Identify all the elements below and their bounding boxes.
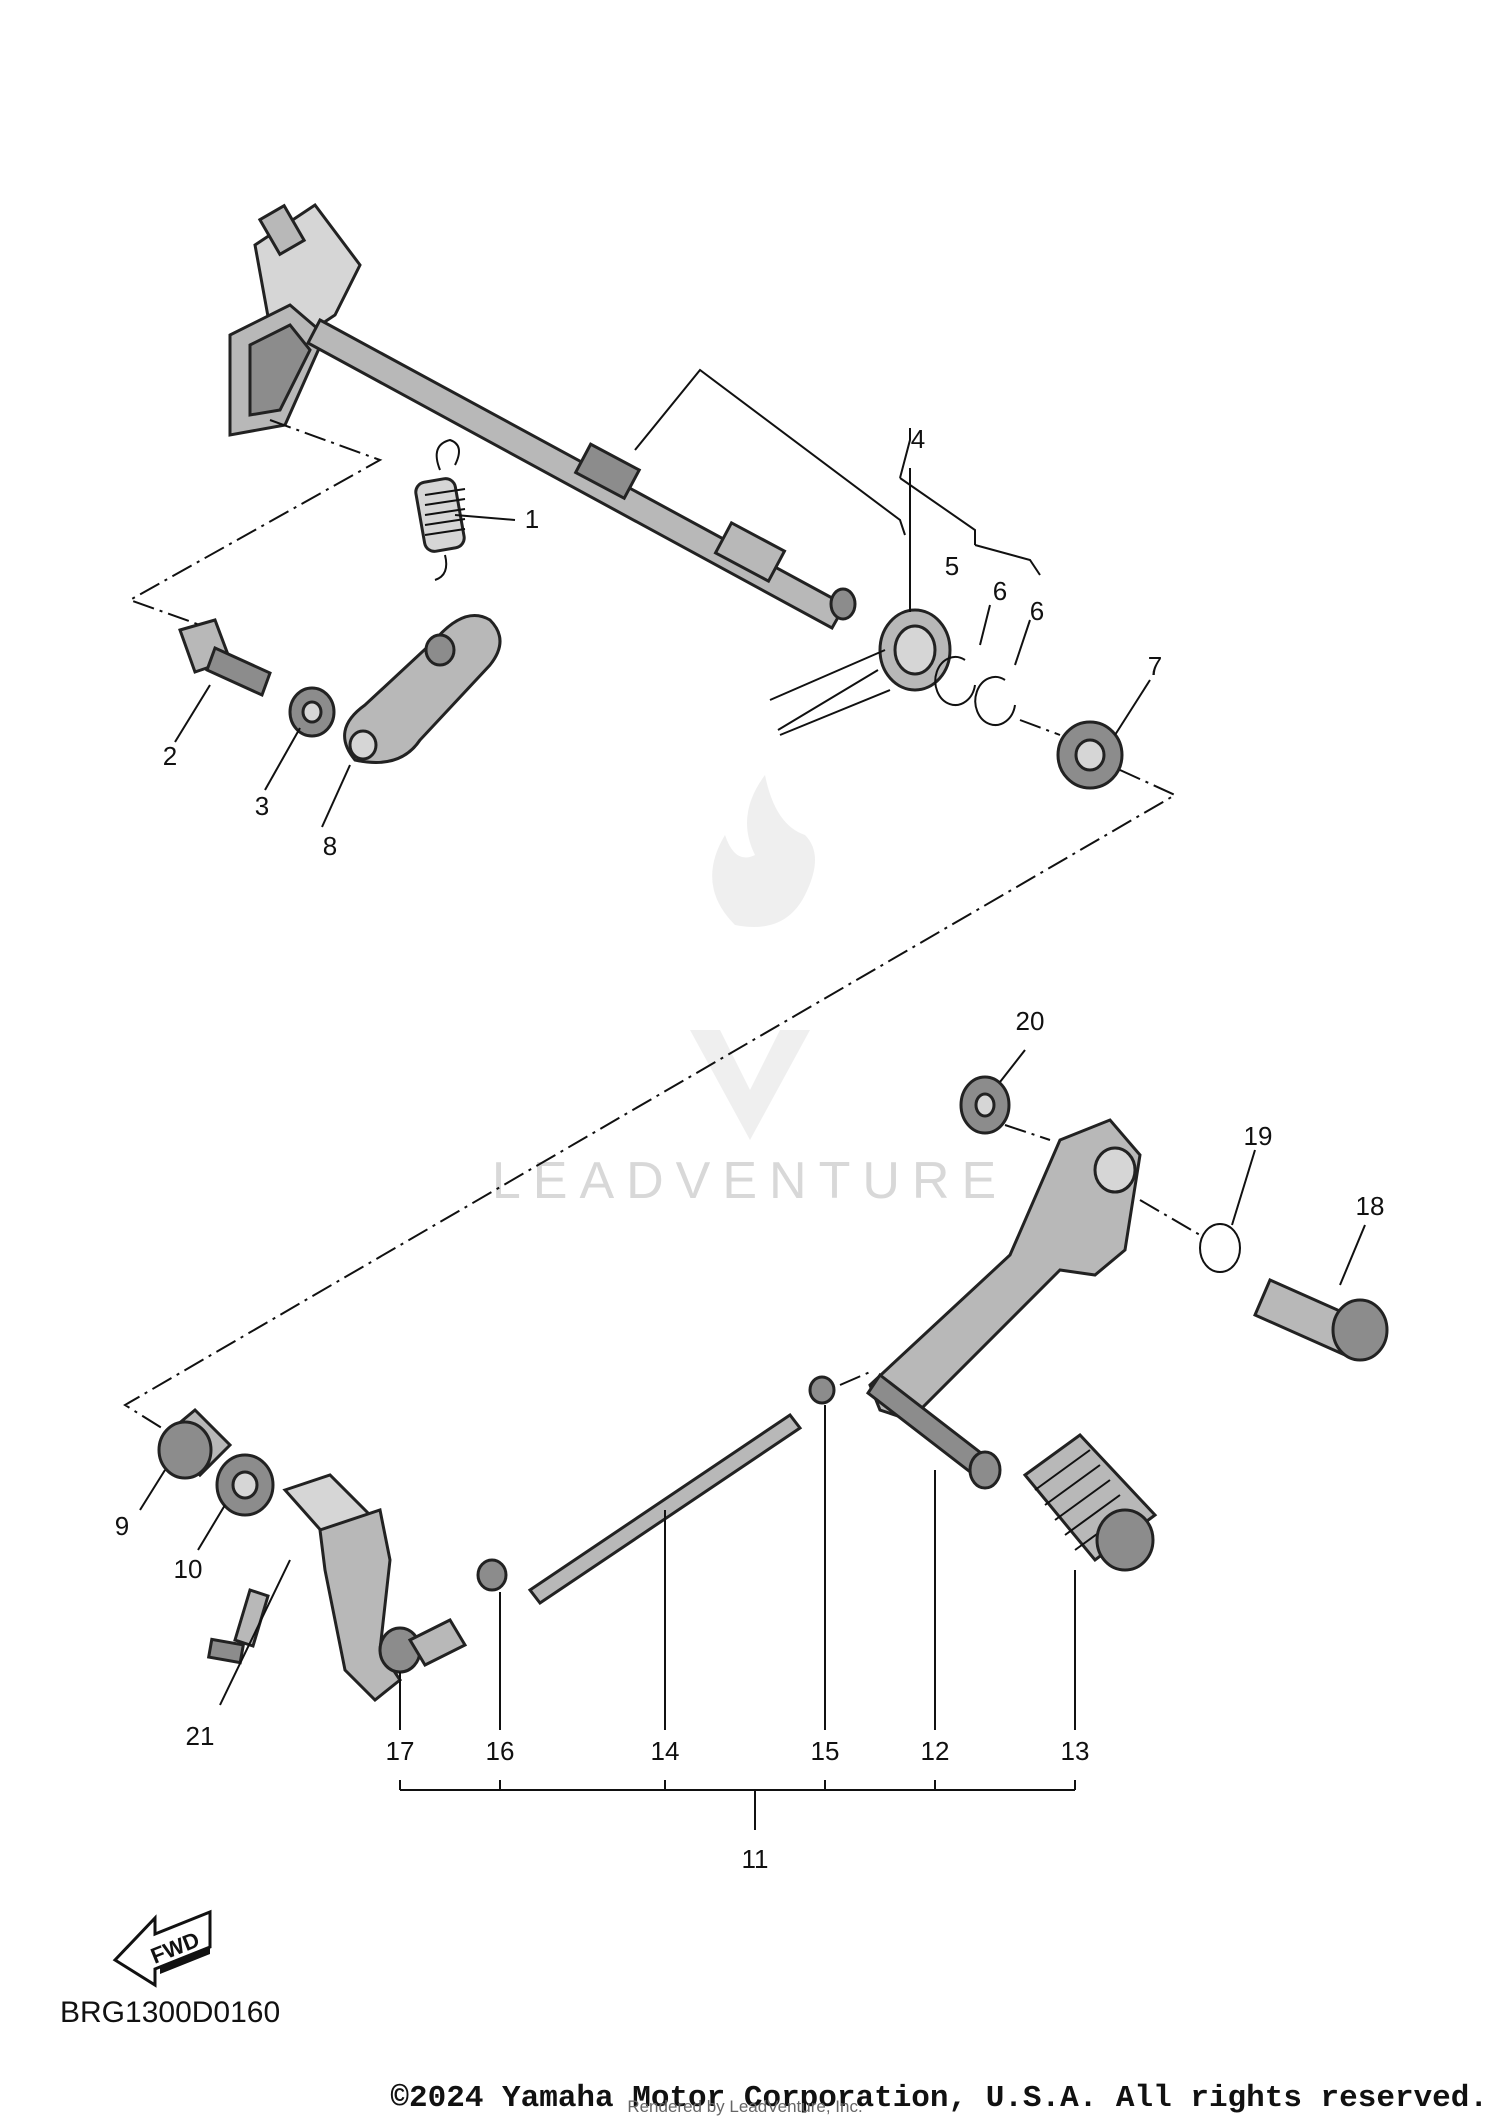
circlip-part — [934, 655, 976, 706]
copyright-notice: ©2024 Yamaha Motor Corporation, U.S.A. A… — [390, 2081, 1488, 2116]
shift-arm-part — [282, 1473, 468, 1703]
bolt-part — [206, 1588, 270, 1665]
torsion-spring-part — [769, 608, 952, 736]
callout-12: 12 — [921, 1736, 950, 1766]
pedal-rubber-part — [1022, 1433, 1158, 1572]
shift-shaft-part — [228, 202, 857, 631]
callout-15: 15 — [811, 1736, 840, 1766]
callout-16: 16 — [486, 1736, 515, 1766]
callout-1: 1 — [525, 504, 539, 534]
watermark-logo — [690, 775, 815, 1140]
diagram-code: BRG1300D0160 — [60, 1996, 280, 2029]
callout-20: 20 — [1016, 1006, 1045, 1036]
circlip-part — [974, 675, 1016, 726]
o-ring-part — [1199, 1223, 1241, 1273]
shift-rod-part — [527, 1412, 803, 1606]
watermark-text: LEADVENTURE — [492, 1152, 1008, 1210]
rendered-by-text: Rendered by LeadVenture, Inc. — [627, 2097, 862, 2116]
callout-18: 18 — [1356, 1191, 1385, 1221]
collar-part — [157, 1407, 233, 1480]
stopper-lever-part — [343, 614, 502, 764]
callout-14: 14 — [651, 1736, 680, 1766]
fwd-arrow-icon — [112, 1909, 212, 1988]
callout-13: 13 — [1061, 1736, 1090, 1766]
callout-19: 19 — [1244, 1121, 1273, 1151]
nut-part — [476, 1558, 508, 1592]
callout-6a: 6 — [993, 576, 1007, 606]
pivot-bolt-part — [1253, 1278, 1389, 1362]
shift-pedal-part — [865, 1118, 1142, 1490]
callout-8: 8 — [323, 831, 337, 861]
callout-7: 7 — [1148, 651, 1162, 681]
callout-2: 2 — [163, 741, 177, 771]
callout-10: 10 — [174, 1554, 203, 1584]
callout-3: 3 — [255, 791, 269, 821]
callout-17: 17 — [386, 1736, 415, 1766]
callout-6b: 6 — [1030, 596, 1044, 626]
callout-4: 4 — [911, 424, 925, 454]
callout-11: 11 — [742, 1844, 769, 1874]
callout-5: 5 — [945, 551, 959, 581]
callout-9: 9 — [115, 1511, 129, 1541]
spring-part — [414, 438, 466, 581]
pin-part — [178, 618, 272, 698]
nut-small-part — [808, 1375, 836, 1405]
callout-21: 21 — [186, 1721, 215, 1751]
